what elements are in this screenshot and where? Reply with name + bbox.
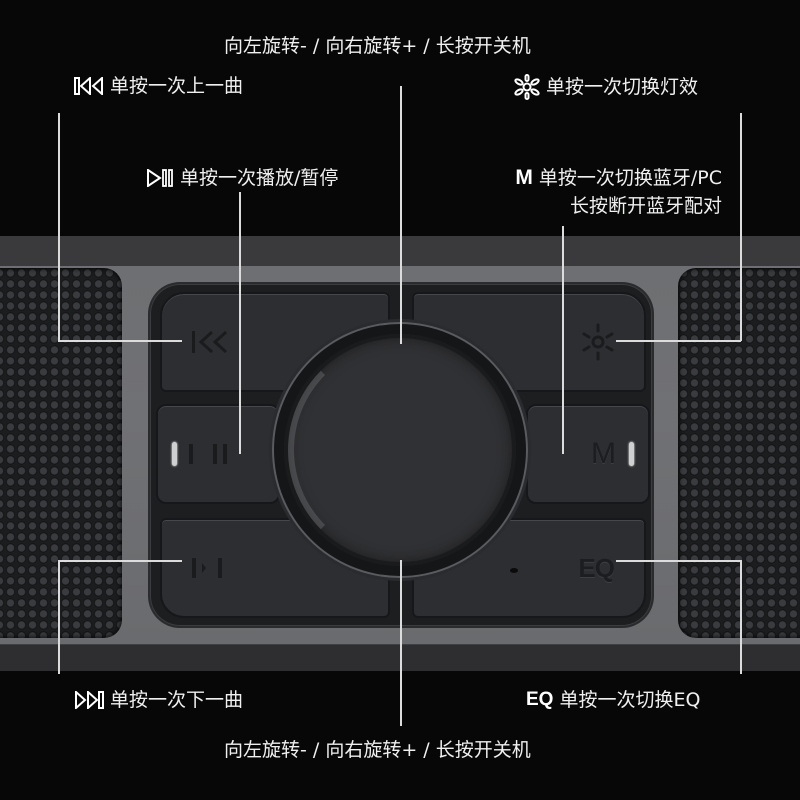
leader-line-play-pause (239, 192, 241, 454)
knob-knurl-highlight (288, 338, 512, 562)
left-indicator-led (172, 442, 177, 466)
mode-button[interactable]: M (526, 404, 650, 504)
play-pause-icon (147, 169, 173, 187)
knob-label-bottom-text: 向左旋转- / 向右旋转+ / 长按开关机 (224, 739, 531, 761)
play-pause-label: 单按一次播放/暂停 (146, 166, 338, 190)
eq-icon: EQ (526, 689, 554, 710)
knob-label-top: 向左旋转- / 向右旋转+ / 长按开关机 (224, 34, 531, 58)
leader-line-eq-h (616, 560, 741, 562)
leader-line-mode (562, 226, 564, 454)
knob-label-top-text: 向左旋转- / 向右旋转+ / 长按开关机 (224, 35, 531, 57)
mode-label: M 单按一次切换蓝牙/PC 长按断开蓝牙配对 (474, 166, 722, 218)
leader-line-next-h (58, 560, 182, 562)
next-track-label-text: 单按一次下一曲 (110, 689, 244, 711)
leader-line-next-v (58, 560, 60, 674)
leader-line-light-h (616, 340, 741, 342)
leader-line-top-center (400, 86, 402, 344)
leader-line-prev-h (58, 340, 182, 342)
microphone-hole (510, 568, 518, 573)
leader-line-eq-v (740, 560, 742, 674)
skip-next-icon (75, 691, 104, 709)
leader-line-bottom-center (400, 560, 402, 726)
skip-next-icon (192, 558, 222, 578)
skip-previous-icon (74, 77, 103, 95)
light-effect-label: 单按一次切换灯效 (514, 74, 698, 100)
prev-track-label-text: 单按一次上一曲 (110, 75, 244, 97)
left-speaker-grille (0, 268, 122, 638)
mode-label-line2: 长按断开蓝牙配对 (569, 195, 722, 217)
leader-line-prev-v (58, 113, 60, 341)
leader-line-light-v (740, 113, 742, 341)
prev-track-label: 单按一次上一曲 (74, 74, 243, 98)
next-track-label: 单按一次下一曲 (74, 688, 243, 712)
skip-previous-icon (192, 330, 228, 354)
play-pause-button[interactable] (156, 404, 280, 504)
light-burst-icon (514, 74, 540, 100)
mode-label-line1: 单按一次切换蓝牙/PC (538, 167, 722, 189)
light-effect-label-text: 单按一次切换灯效 (546, 76, 699, 98)
play-pause-label-text: 单按一次播放/暂停 (180, 167, 339, 189)
eq-label: EQ 单按一次切换EQ (526, 688, 700, 712)
light-burst-icon (582, 323, 614, 361)
right-speaker-grille (678, 268, 800, 638)
mode-m-icon: M (515, 166, 533, 189)
right-indicator-led (629, 442, 634, 466)
eq-label-text: 单按一次切换EQ (559, 689, 701, 711)
knob-label-bottom: 向左旋转- / 向右旋转+ / 长按开关机 (224, 738, 531, 762)
eq-icon: EQ (578, 552, 615, 583)
mode-m-icon: M (591, 437, 616, 470)
play-pause-icon (189, 444, 227, 464)
